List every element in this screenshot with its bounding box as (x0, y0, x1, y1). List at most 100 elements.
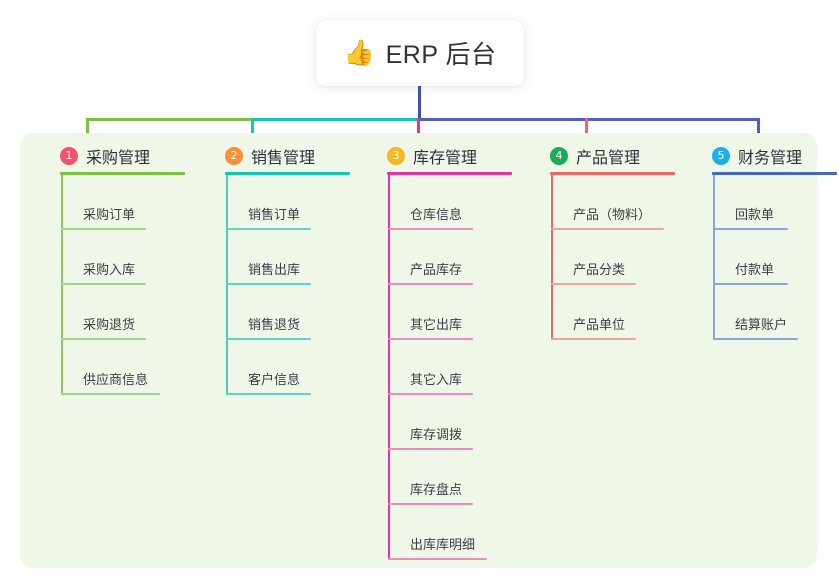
branch-leaf-rule (388, 228, 473, 230)
branch-spine (551, 175, 553, 340)
branch-leaf-label: 产品分类 (573, 262, 626, 277)
thumbs-up-icon: 👍 (343, 38, 375, 67)
branch-leaf-label: 产品（物料） (573, 207, 652, 222)
branch-leaf-label: 付款单 (735, 262, 775, 277)
branch-leaf-label: 销售出库 (248, 262, 301, 277)
branch-leaf-item[interactable]: 付款单 (713, 247, 794, 285)
branch-leaf-label: 客户信息 (248, 372, 301, 387)
branch-leaf-label: 销售退货 (248, 317, 301, 332)
branch-badge-number: 4 (550, 147, 568, 165)
branch-leaf-label: 结算账户 (735, 317, 788, 332)
branch-title: 产品管理 (576, 150, 641, 167)
connector-drop-3 (417, 118, 420, 144)
root-node-erp[interactable]: 👍 ERP 后台 (316, 20, 524, 86)
branch-leaf-rule (388, 338, 473, 340)
branch-spine (388, 175, 390, 560)
root-node-title: ERP 后台 (385, 41, 497, 69)
branch-header-5[interactable]: 5 财务管理 (712, 144, 802, 168)
branch-leaf-rule (551, 228, 664, 230)
branch-leaf-item[interactable]: 结算账户 (713, 302, 804, 340)
branch-spine (226, 175, 228, 395)
branch-header-4[interactable]: 4 产品管理 (550, 144, 640, 168)
connector-drop-5 (757, 118, 760, 144)
branch-leaf-rule (388, 558, 487, 560)
branch-badge-number: 5 (712, 147, 730, 165)
branch-leaf-item[interactable]: 回款单 (713, 192, 794, 230)
connector-bar-segment-1 (86, 118, 252, 121)
branch-leaf-rule (226, 283, 311, 285)
branch-leaf-item[interactable]: 产品库存 (388, 247, 479, 285)
branch-title: 财务管理 (738, 150, 803, 167)
branch-badge-number: 1 (60, 147, 78, 165)
branch-leaf-rule (388, 393, 473, 395)
branch-leaf-label: 采购订单 (83, 207, 136, 222)
connector-bar-segment-3 (418, 118, 758, 121)
branch-leaf-item[interactable]: 销售订单 (226, 192, 317, 230)
branch-header-rule (60, 172, 185, 175)
branch-leaf-item[interactable]: 供应商信息 (61, 357, 166, 395)
branch-leaf-rule (388, 448, 473, 450)
branch-badge-number: 2 (225, 147, 243, 165)
branch-leaf-label: 库存盘点 (410, 482, 463, 497)
branch-leaf-label: 其它入库 (410, 372, 463, 387)
branch-leaf-label: 回款单 (735, 207, 775, 222)
branch-leaf-item[interactable]: 采购退货 (61, 302, 152, 340)
branch-leaf-rule (226, 338, 311, 340)
branch-column-1: 1 采购管理采购订单采购入库采购退货供应商信息 (40, 133, 205, 568)
connector-trunk (418, 86, 421, 121)
connector-bar-segment-2 (252, 118, 418, 121)
branch-column-3: 3 库存管理仓库信息产品库存其它出库其它入库库存调拨库存盘点出库库明细 (367, 133, 532, 568)
branch-leaf-rule (61, 393, 160, 395)
branch-header-rule (712, 172, 837, 175)
branch-leaf-rule (61, 283, 146, 285)
branch-leaf-item[interactable]: 采购入库 (61, 247, 152, 285)
root-node-content: 👍 ERP 后台 (343, 35, 496, 71)
branch-header-rule (387, 172, 512, 175)
branch-leaf-item[interactable]: 采购订单 (61, 192, 152, 230)
branch-leaf-rule (713, 338, 798, 340)
branch-leaf-rule (226, 393, 311, 395)
branch-leaf-rule (388, 283, 473, 285)
branch-column-5: 5 财务管理回款单付款单结算账户 (692, 133, 839, 568)
branch-header-3[interactable]: 3 库存管理 (387, 144, 477, 168)
branch-column-4: 4 产品管理产品（物料） 产品分类产品单位 (530, 133, 695, 568)
branch-leaf-label: 产品库存 (410, 262, 463, 277)
branch-leaf-item[interactable]: 产品（物料） (551, 192, 670, 230)
branch-leaf-rule (388, 503, 473, 505)
branch-badge-number: 3 (387, 147, 405, 165)
branch-leaf-rule (61, 338, 146, 340)
branch-leaf-label: 仓库信息 (410, 207, 463, 222)
branch-leaf-rule (551, 283, 636, 285)
branch-leaf-item[interactable]: 其它入库 (388, 357, 479, 395)
branch-leaf-rule (713, 283, 788, 285)
branch-leaf-item[interactable]: 销售出库 (226, 247, 317, 285)
branch-leaf-item[interactable]: 出库库明细 (388, 522, 493, 560)
branch-leaf-label: 采购入库 (83, 262, 136, 277)
branch-leaf-label: 出库库明细 (410, 537, 476, 552)
branch-leaf-rule (61, 228, 146, 230)
branch-leaf-item[interactable]: 库存盘点 (388, 467, 479, 505)
branch-leaf-label: 其它出库 (410, 317, 463, 332)
connector-drop-2 (251, 118, 254, 144)
branch-header-rule (225, 172, 350, 175)
branch-leaf-label: 库存调拨 (410, 427, 463, 442)
branch-leaf-rule (551, 338, 636, 340)
branch-leaf-item[interactable]: 客户信息 (226, 357, 317, 395)
branch-title: 采购管理 (86, 150, 151, 167)
branch-leaf-label: 销售订单 (248, 207, 301, 222)
branch-leaf-item[interactable]: 库存调拨 (388, 412, 479, 450)
branch-leaf-label: 产品单位 (573, 317, 626, 332)
branch-leaf-item[interactable]: 仓库信息 (388, 192, 479, 230)
branch-leaf-item[interactable]: 销售退货 (226, 302, 317, 340)
branch-leaf-item[interactable]: 产品单位 (551, 302, 642, 340)
branch-leaf-label: 采购退货 (83, 317, 136, 332)
branch-leaf-item[interactable]: 产品分类 (551, 247, 642, 285)
branch-title: 库存管理 (413, 150, 478, 167)
connector-drop-1 (86, 118, 89, 144)
branch-leaf-item[interactable]: 其它出库 (388, 302, 479, 340)
branch-header-1[interactable]: 1 采购管理 (60, 144, 150, 168)
